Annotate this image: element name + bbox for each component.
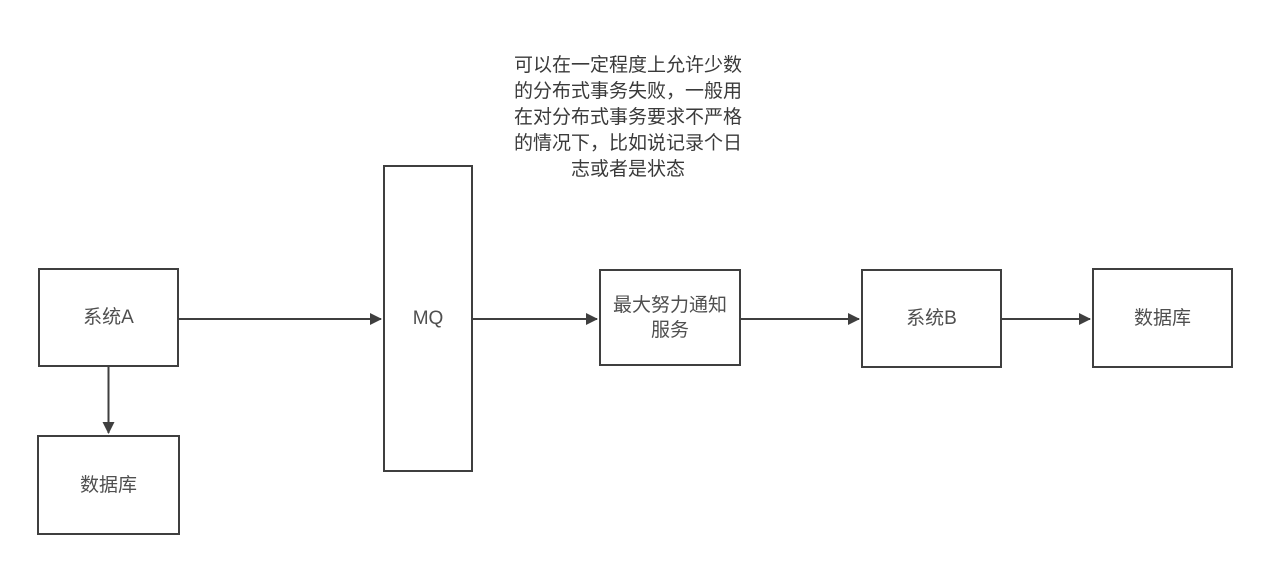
node-mq-label: MQ xyxy=(412,308,444,329)
node-database-left: 数据库 xyxy=(37,435,180,535)
node-mq: MQ xyxy=(383,165,473,472)
node-system-a: 系统A xyxy=(38,268,179,367)
node-system-b: 系统B xyxy=(861,269,1002,368)
node-database-left-label: 数据库 xyxy=(79,474,137,496)
node-best-effort-notify-service: 最大努力通知 服务 xyxy=(599,269,741,366)
node-best-effort-notify-service-label: 最大努力通知 服务 xyxy=(612,294,727,341)
node-system-a-label: 系统A xyxy=(83,307,134,328)
annotation-text: 可以在一定程度上允许少数 的分布式事务失败，一般用 在对分布式事务要求不严格 的… xyxy=(513,55,742,180)
node-system-b-label: 系统B xyxy=(906,308,957,329)
node-database-right-label: 数据库 xyxy=(1133,307,1191,329)
node-database-right: 数据库 xyxy=(1092,268,1233,368)
